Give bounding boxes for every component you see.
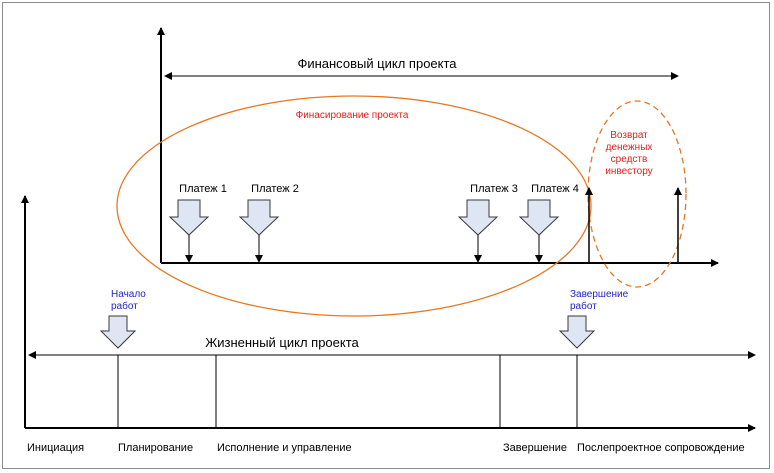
diagram-frame bbox=[2, 2, 770, 469]
payment-3-label: Платеж 3 bbox=[470, 183, 518, 195]
payment-2-label: Платеж 2 bbox=[251, 183, 299, 195]
return-label-line-2: денежных bbox=[606, 142, 653, 153]
payment-2-block-arrow bbox=[238, 199, 280, 236]
life-cycle-title: Жизненный цикл проекта bbox=[205, 335, 359, 350]
financial-cycle-title: Финансовый цикл проекта bbox=[297, 56, 457, 71]
start-label-line-2: работ bbox=[111, 300, 138, 312]
financing-label: Финасирование проекта bbox=[296, 110, 409, 121]
payment-1-block-arrow bbox=[168, 199, 210, 236]
phase-execution-label: Исполнение и управление bbox=[217, 442, 352, 454]
payment-3-block-arrow bbox=[457, 199, 499, 236]
start-label-line-1: Начало bbox=[111, 289, 146, 300]
return-label-line-4: инвестору bbox=[605, 166, 652, 177]
payment-4-block-arrow bbox=[518, 199, 560, 236]
start-block-arrow bbox=[99, 315, 137, 349]
phase-support-label: Послепроектное сопровождение bbox=[577, 442, 745, 454]
return-ellipse bbox=[587, 100, 687, 288]
end-label-line-1: Завершение bbox=[570, 289, 629, 300]
phase-planning-label: Планирование bbox=[118, 442, 193, 454]
return-label-line-1: Возврат bbox=[610, 130, 648, 141]
return-label-line-3: средств bbox=[611, 154, 648, 165]
end-label-line-2: работ bbox=[570, 300, 597, 312]
end-block-arrow bbox=[558, 315, 596, 349]
phase-initiation-label: Инициация bbox=[27, 442, 84, 454]
phase-closing-label: Завершение bbox=[503, 442, 567, 454]
financing-ellipse bbox=[116, 95, 592, 317]
payment-4-label: Платеж 4 bbox=[531, 183, 579, 195]
payment-1-label: Платеж 1 bbox=[179, 183, 227, 195]
